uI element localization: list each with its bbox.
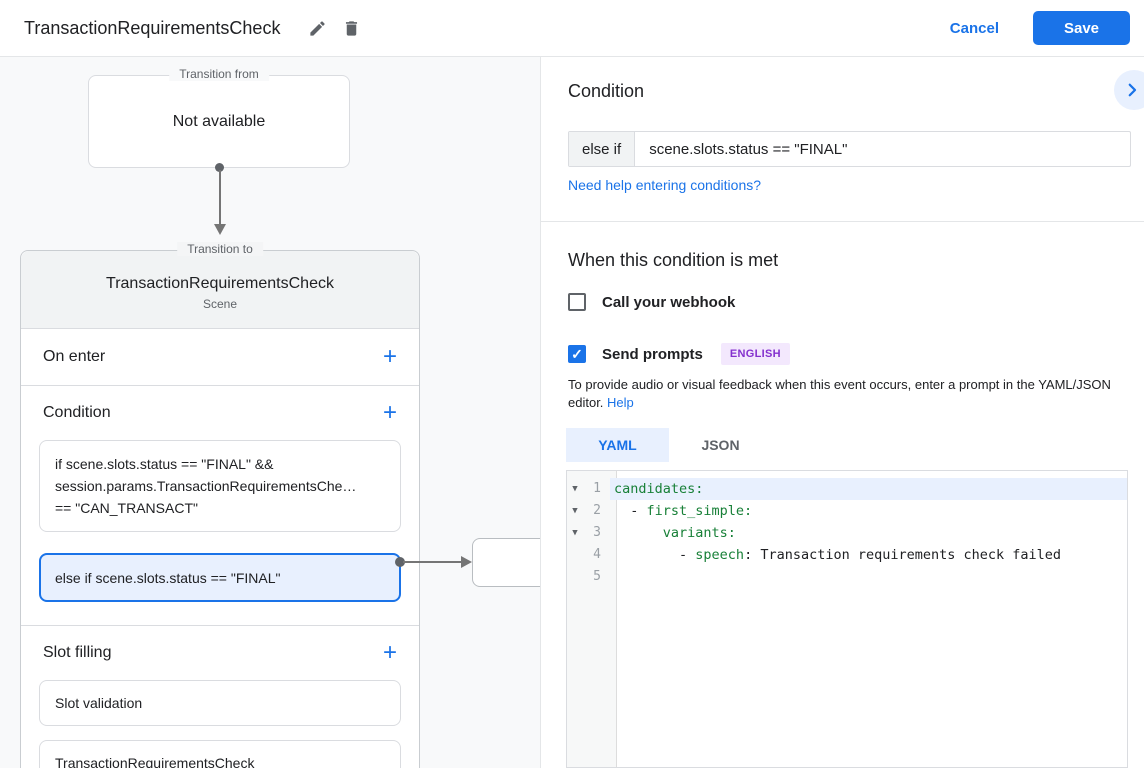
transition-from-content: Not available bbox=[172, 112, 266, 130]
condition-met-title: When this condition is met bbox=[568, 250, 779, 270]
connector-dot bbox=[395, 557, 405, 567]
transition-from-label: Transition from bbox=[169, 67, 269, 81]
slot-item-text: Slot validation bbox=[55, 695, 143, 711]
transition-to-label: Transition to bbox=[177, 242, 263, 256]
on-enter-label: On enter bbox=[43, 348, 106, 365]
edit-button[interactable] bbox=[300, 11, 334, 45]
editor-tabs: YAML JSON bbox=[566, 428, 772, 462]
pencil-icon bbox=[310, 20, 325, 36]
condition-item-line: == "CAN_TRANSACT" bbox=[55, 500, 198, 516]
connector-arrowhead-icon bbox=[461, 556, 472, 568]
slot-filling-label: Slot filling bbox=[43, 644, 112, 661]
fold-arrow-placeholder bbox=[567, 566, 583, 588]
connector-arrowhead-icon bbox=[214, 224, 226, 235]
on-enter-row[interactable]: On enter + bbox=[21, 329, 419, 386]
condition-item-text: else if scene.slots.status == "FINAL" bbox=[55, 569, 281, 586]
yaml-editor[interactable]: ▼ 1 candidates: ▼ 2 - first_simple: ▼ 3 varian… bbox=[566, 470, 1128, 768]
code-line: variants: bbox=[662, 525, 736, 541]
line-number: 3 bbox=[593, 525, 601, 540]
help-link[interactable]: Help bbox=[607, 395, 634, 410]
add-slot-icon[interactable]: + bbox=[382, 639, 397, 666]
code-line: - first_simple: bbox=[614, 503, 753, 519]
prompts-label[interactable]: Send prompts bbox=[602, 345, 703, 363]
condition-input[interactable] bbox=[635, 132, 1130, 166]
scene-card[interactable]: Transition to TransactionRequirementsChe… bbox=[20, 242, 420, 768]
fold-arrow-icon[interactable]: ▼ bbox=[572, 484, 578, 494]
top-bar: TransactionRequirementsCheck Cancel Save bbox=[0, 0, 1144, 57]
code-line: - speech: Transaction requirements check… bbox=[614, 547, 1062, 563]
slot-item-text: TransactionRequirementsCheck bbox=[55, 755, 255, 768]
editor-line: ▼ 3 variants: bbox=[567, 522, 1127, 544]
transition-from-box: Transition from Not available bbox=[88, 67, 350, 168]
scene-card-subtitle: Scene bbox=[202, 296, 238, 311]
scene-card-header[interactable]: TransactionRequirementsCheck Scene bbox=[21, 251, 419, 329]
flow-canvas: Transition from Not available Transition… bbox=[0, 57, 540, 768]
webhook-check-row: Call your webhook bbox=[568, 293, 735, 311]
condition-section-label: Condition bbox=[43, 404, 111, 421]
editor-gutter bbox=[567, 471, 617, 767]
editor-line: ▼ 1 candidates: bbox=[567, 478, 1127, 500]
fold-arrow-placeholder bbox=[567, 544, 583, 566]
condition-section-row: Condition + bbox=[21, 386, 419, 440]
slot-item[interactable]: TransactionRequirementsCheck bbox=[39, 740, 401, 768]
line-number: 4 bbox=[593, 547, 601, 562]
tab-json[interactable]: JSON bbox=[701, 437, 740, 453]
panel-title: Condition bbox=[568, 81, 645, 101]
trash-icon bbox=[345, 20, 357, 36]
condition-item-line: session.params.TransactionRequirementsCh… bbox=[55, 478, 357, 494]
condition-prefix: else if bbox=[569, 132, 636, 166]
fold-arrow-icon[interactable]: ▼ bbox=[572, 506, 578, 516]
collapse-panel-button[interactable] bbox=[1114, 70, 1144, 110]
slot-item[interactable]: Slot validation bbox=[39, 680, 401, 726]
editor-line: ▼ 2 - first_simple: bbox=[567, 500, 1127, 522]
connector-dot bbox=[215, 163, 224, 172]
connector-line bbox=[403, 561, 463, 563]
language-badge: ENGLISH bbox=[720, 343, 790, 365]
editor-line: 4 - speech: Transaction requirements che… bbox=[567, 544, 1127, 566]
section-divider bbox=[21, 625, 419, 626]
chevron-right-icon bbox=[1128, 83, 1137, 97]
connector-line bbox=[219, 170, 221, 225]
add-on-enter-icon[interactable]: + bbox=[382, 343, 397, 370]
condition-item-selected[interactable]: else if scene.slots.status == "FINAL" bbox=[39, 553, 401, 602]
fold-arrow-icon[interactable]: ▼ bbox=[572, 528, 578, 538]
save-button[interactable]: Save bbox=[1033, 11, 1130, 45]
delete-button[interactable] bbox=[334, 11, 368, 45]
prompts-description: To provide audio or visual feedback when… bbox=[568, 376, 1136, 412]
prompts-checkbox[interactable]: ✓ bbox=[568, 345, 586, 363]
transition-target-box[interactable] bbox=[472, 538, 540, 587]
prompts-check-row: ✓ Send prompts ENGLISH bbox=[568, 343, 790, 365]
webhook-checkbox[interactable] bbox=[568, 293, 586, 311]
line-number: 5 bbox=[593, 569, 601, 584]
page-title: TransactionRequirementsCheck bbox=[24, 17, 281, 38]
tab-yaml[interactable]: YAML bbox=[566, 428, 669, 462]
conditions-help-link[interactable]: Need help entering conditions? bbox=[568, 177, 762, 193]
cancel-button[interactable]: Cancel bbox=[934, 12, 1015, 45]
panel-divider bbox=[541, 221, 1144, 222]
scene-card-title: TransactionRequirementsCheck bbox=[106, 274, 334, 292]
line-number: 2 bbox=[593, 503, 601, 518]
prompts-description-text: To provide audio or visual feedback when… bbox=[568, 377, 1111, 410]
condition-input-row: else if bbox=[568, 131, 1131, 167]
slot-filling-section-row: Slot filling + bbox=[21, 626, 419, 680]
add-condition-icon[interactable]: + bbox=[382, 399, 397, 426]
check-icon: ✓ bbox=[571, 346, 583, 362]
condition-panel: Condition else if Need help entering con… bbox=[540, 57, 1144, 768]
webhook-label[interactable]: Call your webhook bbox=[602, 293, 736, 311]
condition-item[interactable]: if scene.slots.status == "FINAL" && sess… bbox=[39, 440, 401, 532]
code-line bbox=[610, 566, 1127, 588]
editor-line: 5 bbox=[567, 566, 1127, 588]
condition-item-line: if scene.slots.status == "FINAL" && bbox=[55, 456, 274, 472]
line-number: 1 bbox=[593, 481, 601, 496]
code-line: candidates: bbox=[610, 478, 1127, 500]
editor-lines: ▼ 1 candidates: ▼ 2 - first_simple: ▼ 3 varian… bbox=[567, 471, 1127, 588]
